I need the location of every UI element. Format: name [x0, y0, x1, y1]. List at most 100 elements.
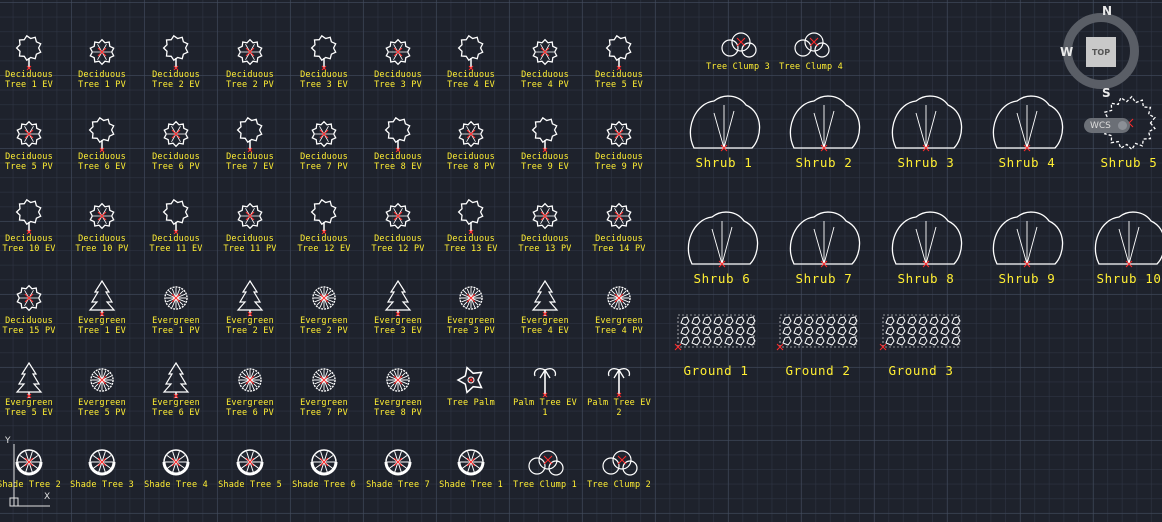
block-label: Shrub 7 [795, 271, 853, 286]
block-48[interactable]: Shade Tree 4 [139, 442, 213, 522]
block-54[interactable]: Tree Clump 2 [582, 442, 656, 522]
block-14[interactable]: Deciduous Tree 7 PV [287, 114, 361, 194]
viewcube-south[interactable]: S [1102, 86, 1111, 100]
block-label: Deciduous Tree 4 EV [447, 70, 495, 90]
block-label: Evergreen Tree 7 PV [300, 398, 348, 418]
block-label: Shade Tree 5 [218, 480, 282, 490]
block-52[interactable]: Shade Tree 1 [434, 442, 508, 522]
block-8[interactable]: Deciduous Tree 4 PV [508, 32, 582, 112]
block-23[interactable]: Deciduous Tree 12 EV [287, 196, 361, 276]
block-16[interactable]: Deciduous Tree 8 PV [434, 114, 508, 194]
block-label: Evergreen Tree 1 PV [152, 316, 200, 336]
viewcube-north[interactable]: N [1102, 4, 1113, 18]
block-44[interactable]: Palm Tree EV 1 [508, 360, 582, 440]
block-40[interactable]: Evergreen Tree 6 PV [213, 360, 287, 440]
block-65[interactable]: Shrub 9 [972, 208, 1082, 313]
block-63[interactable]: Shrub 7 [769, 208, 879, 313]
block-58[interactable]: Shrub 2 [769, 92, 879, 197]
block-37[interactable]: Evergreen Tree 5 EV [0, 360, 66, 440]
block-9[interactable]: Deciduous Tree 5 EV [582, 32, 656, 112]
block-label: Shrub 9 [998, 271, 1056, 286]
block-10[interactable]: Deciduous Tree 5 PV [0, 114, 66, 194]
block-32[interactable]: Evergreen Tree 2 PV [287, 278, 361, 358]
block-53[interactable]: Tree Clump 1 [508, 442, 582, 522]
block-33[interactable]: Evergreen Tree 3 EV [361, 278, 435, 358]
block-62[interactable]: Shrub 6 [667, 208, 777, 313]
block-59[interactable]: Shrub 3 [871, 92, 981, 197]
block-label: Deciduous Tree 1 PV [78, 70, 126, 90]
block-49[interactable]: Shade Tree 5 [213, 442, 287, 522]
block-20[interactable]: Deciduous Tree 10 PV [65, 196, 139, 276]
block-label: Shade Tree 4 [144, 480, 208, 490]
block-11[interactable]: Deciduous Tree 6 EV [65, 114, 139, 194]
block-64[interactable]: Shrub 8 [871, 208, 981, 313]
block-17[interactable]: Deciduous Tree 9 EV [508, 114, 582, 194]
block-label: Evergreen Tree 8 PV [374, 398, 422, 418]
block-label: Shade Tree 2 [0, 480, 61, 490]
block-25[interactable]: Deciduous Tree 13 EV [434, 196, 508, 276]
block-51[interactable]: Shade Tree 7 [361, 442, 435, 522]
viewcube[interactable]: N S W TOP [1058, 4, 1158, 106]
block-label: Deciduous Tree 12 PV [371, 234, 425, 254]
block-label: Deciduous Tree 2 EV [152, 70, 200, 90]
block-57[interactable]: Shrub 1 [669, 92, 779, 197]
block-29[interactable]: Evergreen Tree 1 EV [65, 278, 139, 358]
block-label: Deciduous Tree 10 PV [75, 234, 129, 254]
block-28[interactable]: Deciduous Tree 15 PV [0, 278, 66, 358]
block-label: Deciduous Tree 8 EV [374, 152, 422, 172]
block-4[interactable]: Deciduous Tree 2 PV [213, 32, 287, 112]
block-67[interactable]: Ground 1 [661, 300, 771, 405]
block-label: Deciduous Tree 11 PV [223, 234, 277, 254]
block-60[interactable]: Shrub 4 [972, 92, 1082, 197]
ucs-axes-icon [9, 444, 50, 507]
block-43[interactable]: Tree Palm [434, 360, 508, 440]
block-26[interactable]: Deciduous Tree 13 PV [508, 196, 582, 276]
block-label: Evergreen Tree 3 PV [447, 316, 495, 336]
block-55[interactable]: Tree Clump 3 [701, 24, 775, 104]
wcs-menu-button[interactable]: WCS [1084, 118, 1130, 133]
block-27[interactable]: Deciduous Tree 14 PV [582, 196, 656, 276]
block-label: Shrub 6 [693, 271, 751, 286]
block-13[interactable]: Deciduous Tree 7 EV [213, 114, 287, 194]
block-15[interactable]: Deciduous Tree 8 EV [361, 114, 435, 194]
block-19[interactable]: Deciduous Tree 10 EV [0, 196, 66, 276]
block-34[interactable]: Evergreen Tree 3 PV [434, 278, 508, 358]
block-5[interactable]: Deciduous Tree 3 EV [287, 32, 361, 112]
block-35[interactable]: Evergreen Tree 4 EV [508, 278, 582, 358]
block-41[interactable]: Evergreen Tree 7 PV [287, 360, 361, 440]
viewcube-top-face[interactable]: TOP [1086, 37, 1116, 67]
block-3[interactable]: Deciduous Tree 2 EV [139, 32, 213, 112]
block-66[interactable]: Shrub 10 [1074, 208, 1162, 313]
block-50[interactable]: Shade Tree 6 [287, 442, 361, 522]
block-30[interactable]: Evergreen Tree 1 PV [139, 278, 213, 358]
block-31[interactable]: Evergreen Tree 2 EV [213, 278, 287, 358]
block-68[interactable]: Ground 2 [763, 300, 873, 405]
block-39[interactable]: Evergreen Tree 6 EV [139, 360, 213, 440]
block-label: Deciduous Tree 10 EV [2, 234, 56, 254]
block-1[interactable]: Deciduous Tree 1 EV [0, 32, 66, 112]
block-47[interactable]: Shade Tree 3 [65, 442, 139, 522]
block-42[interactable]: Evergreen Tree 8 PV [361, 360, 435, 440]
block-label: Deciduous Tree 7 PV [300, 152, 348, 172]
viewcube-compass-ring[interactable] [1063, 13, 1139, 89]
viewcube-west[interactable]: W [1060, 45, 1074, 59]
block-label: Deciduous Tree 6 EV [78, 152, 126, 172]
block-12[interactable]: Deciduous Tree 6 PV [139, 114, 213, 194]
block-56[interactable]: Tree Clump 4 [774, 24, 848, 104]
block-6[interactable]: Deciduous Tree 3 PV [361, 32, 435, 112]
block-label: Evergreen Tree 1 EV [78, 316, 126, 336]
block-38[interactable]: Evergreen Tree 5 PV [65, 360, 139, 440]
block-22[interactable]: Deciduous Tree 11 PV [213, 196, 287, 276]
block-69[interactable]: Ground 3 [866, 300, 976, 405]
block-2[interactable]: Deciduous Tree 1 PV [65, 32, 139, 112]
block-18[interactable]: Deciduous Tree 9 PV [582, 114, 656, 194]
block-36[interactable]: Evergreen Tree 4 PV [582, 278, 656, 358]
block-7[interactable]: Deciduous Tree 4 EV [434, 32, 508, 112]
block-label: Deciduous Tree 2 PV [226, 70, 274, 90]
block-45[interactable]: Palm Tree EV 2 [582, 360, 656, 440]
block-24[interactable]: Deciduous Tree 12 PV [361, 196, 435, 276]
block-61[interactable]: Shrub 5 [1074, 92, 1162, 197]
block-21[interactable]: Deciduous Tree 11 EV [139, 196, 213, 276]
block-46[interactable]: Shade Tree 2 [0, 442, 66, 522]
